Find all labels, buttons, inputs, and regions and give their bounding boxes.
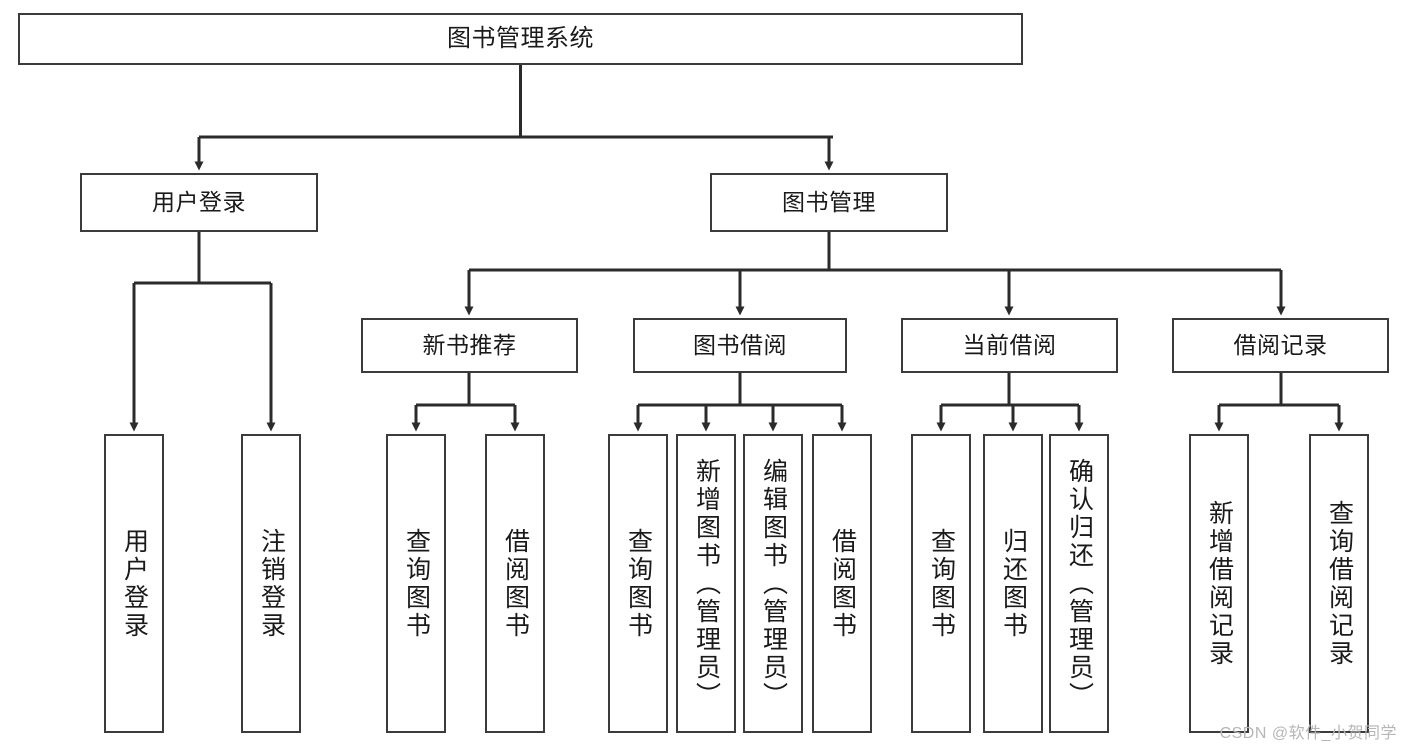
node-leaf-query-book-2-label: 查询图书 [624, 527, 653, 640]
node-leaf-query-book-2[interactable]: 查询图书 [608, 434, 668, 733]
node-root-label: 图书管理系统 [447, 24, 594, 52]
node-leaf-query-book-1[interactable]: 查询图书 [386, 434, 446, 733]
node-root[interactable]: 图书管理系统 [18, 13, 1023, 65]
node-leaf-add-record[interactable]: 新增借阅记录 [1189, 434, 1249, 733]
node-leaf-borrow-book-2[interactable]: 借阅图书 [812, 434, 872, 733]
node-leaf-confirm-return[interactable]: 确认归还（管理员） [1049, 434, 1109, 733]
node-leaf-borrow-book-1-label: 借阅图书 [501, 527, 530, 640]
node-new-book-recommend-label: 新书推荐 [422, 331, 517, 358]
node-current-borrow[interactable]: 当前借阅 [901, 318, 1118, 373]
node-leaf-query-book-1-label: 查询图书 [402, 527, 431, 640]
node-leaf-query-record[interactable]: 查询借阅记录 [1309, 434, 1369, 733]
node-leaf-edit-book-label: 编辑图书（管理员） [759, 457, 788, 710]
node-leaf-confirm-return-label: 确认归还（管理员） [1065, 457, 1094, 710]
node-new-book-recommend[interactable]: 新书推荐 [361, 318, 578, 373]
node-borrow-record-label: 借阅记录 [1233, 331, 1328, 358]
node-book-manage[interactable]: 图书管理 [710, 173, 948, 232]
node-borrow-record[interactable]: 借阅记录 [1172, 318, 1389, 373]
node-user-login-label: 用户登录 [152, 188, 246, 215]
watermark: CSDN @软件_小贺同学 [1219, 725, 1397, 742]
node-leaf-return-book-label: 归还图书 [999, 527, 1028, 640]
node-leaf-query-record-label: 查询借阅记录 [1325, 499, 1354, 668]
node-leaf-query-book-3-label: 查询图书 [927, 527, 956, 640]
node-leaf-borrow-book-1[interactable]: 借阅图书 [485, 434, 545, 733]
node-book-manage-label: 图书管理 [782, 188, 876, 215]
node-leaf-logout[interactable]: 注销登录 [241, 434, 301, 733]
node-leaf-user-login-label: 用户登录 [120, 527, 149, 640]
node-leaf-borrow-book-2-label: 借阅图书 [828, 527, 857, 640]
node-leaf-query-book-3[interactable]: 查询图书 [911, 434, 971, 733]
node-user-login[interactable]: 用户登录 [80, 173, 318, 232]
node-leaf-edit-book[interactable]: 编辑图书（管理员） [743, 434, 803, 733]
node-leaf-add-record-label: 新增借阅记录 [1205, 499, 1234, 668]
node-book-borrow-label: 图书借阅 [693, 331, 787, 358]
node-leaf-add-book[interactable]: 新增图书（管理员） [676, 434, 736, 733]
node-leaf-add-book-label: 新增图书（管理员） [692, 457, 721, 710]
node-leaf-return-book[interactable]: 归还图书 [983, 434, 1043, 733]
node-current-borrow-label: 当前借阅 [962, 331, 1057, 358]
node-leaf-user-login[interactable]: 用户登录 [104, 434, 164, 733]
node-book-borrow[interactable]: 图书借阅 [633, 318, 847, 373]
node-leaf-logout-label: 注销登录 [257, 527, 286, 640]
